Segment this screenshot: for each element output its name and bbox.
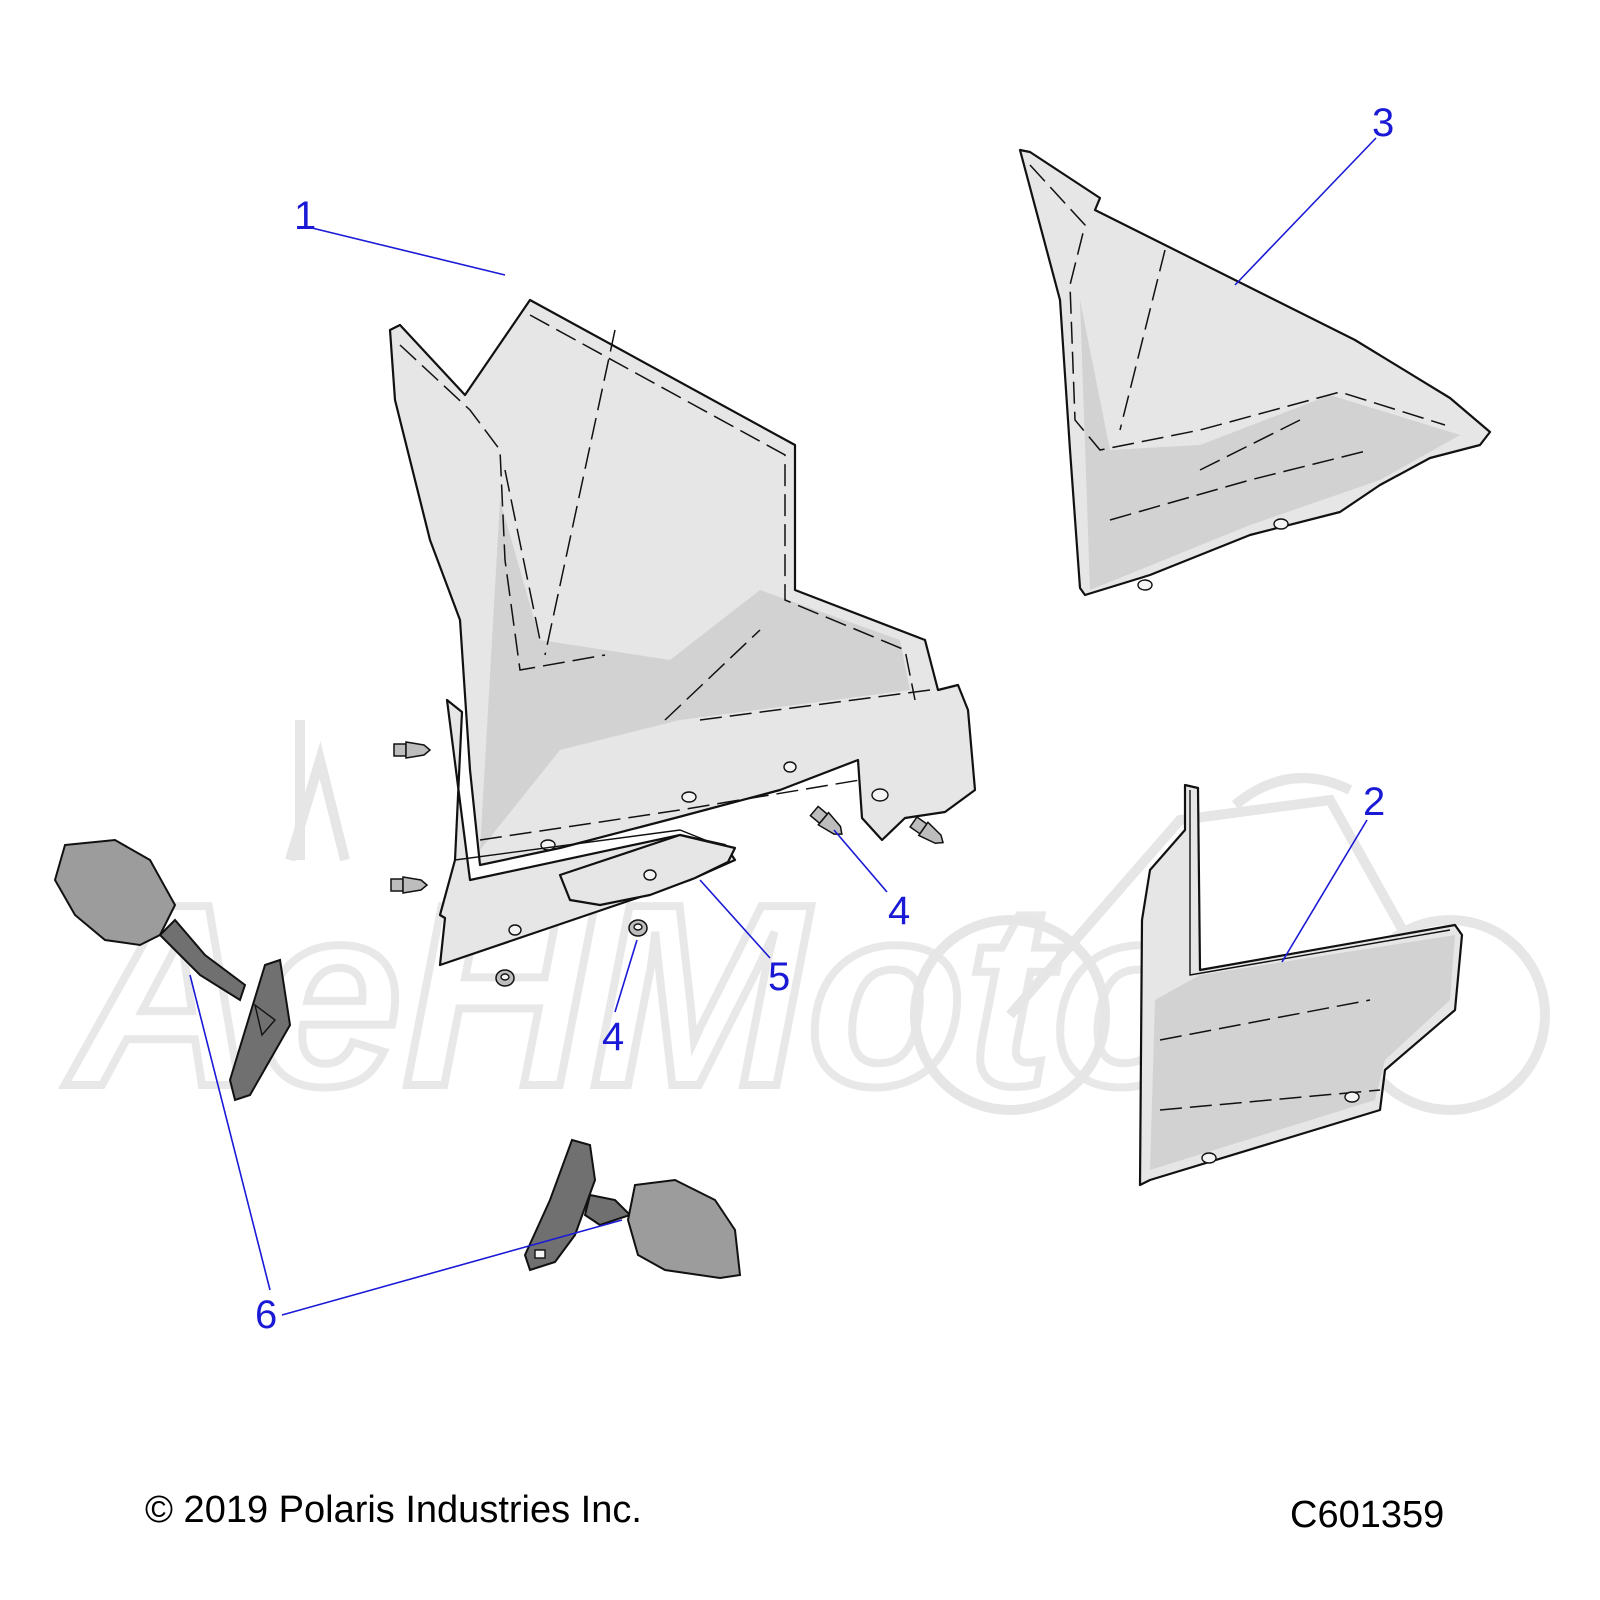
- fastener-rivet: [390, 876, 429, 894]
- callout-3: 3: [1372, 101, 1394, 145]
- leader-6a: [189, 974, 271, 1291]
- part-6-mirror-right: [523, 1138, 742, 1280]
- leader-2: [1281, 819, 1368, 963]
- part-2-lower-right-panel: [1138, 783, 1464, 1187]
- leader-4b: [614, 939, 638, 1013]
- part-4-fasteners: [390, 741, 944, 987]
- fastener-rivet: [909, 816, 944, 845]
- figure-code: C601359: [1290, 1494, 1444, 1536]
- leader-3: [1234, 137, 1377, 286]
- leader-6b: [281, 1219, 623, 1316]
- leader-lines: [189, 137, 1377, 1316]
- part-1-left-side-panel: [388, 298, 977, 967]
- fastener-rivet: [393, 741, 432, 759]
- leader-5: [699, 879, 771, 959]
- leader-1: [311, 227, 506, 276]
- part-5-bracket: [508, 833, 737, 936]
- callout-4a: 4: [888, 889, 910, 933]
- callout-6: 6: [255, 1293, 277, 1337]
- leader-4a: [833, 829, 888, 893]
- callout-4b: 4: [602, 1015, 624, 1059]
- fastener-nut: [628, 919, 648, 937]
- callout-5: 5: [768, 955, 790, 999]
- fastener-rivet: [809, 805, 843, 835]
- part-6-mirror-left: [53, 838, 292, 1102]
- part-3-upper-right-panel: [1018, 148, 1492, 597]
- copyright-text: © 2019 Polaris Industries Inc.: [145, 1489, 642, 1531]
- callout-1: 1: [294, 194, 316, 238]
- callout-numbers: 1 2 3 4 4 5 6: [255, 101, 1394, 1337]
- fastener-nut: [495, 969, 515, 987]
- callout-2: 2: [1363, 780, 1385, 824]
